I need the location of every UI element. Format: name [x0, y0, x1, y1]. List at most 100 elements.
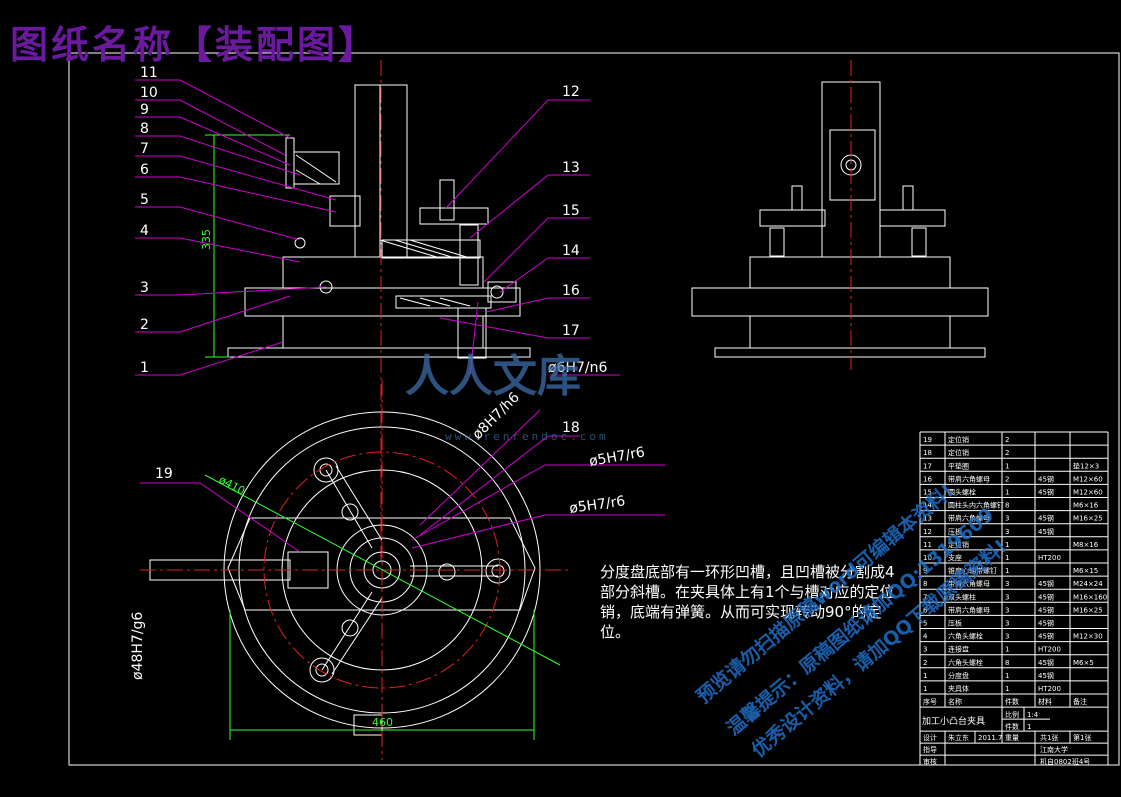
- bom-header: 材料: [1038, 697, 1052, 706]
- bom-cell-name: 定位销: [948, 435, 969, 444]
- tb-class: 机自0802班4号: [1040, 757, 1090, 766]
- dim-fit-48: ø48H7/g6: [130, 612, 146, 680]
- part-label-12: 12: [562, 84, 580, 100]
- bom-cell-qty: 3: [1005, 633, 1009, 641]
- bom-cell-no: 19: [923, 436, 932, 444]
- bom-cell-qty: 1: [1005, 462, 1009, 470]
- bom-cell-note: M12×60: [1073, 489, 1103, 497]
- part-label-5: 5: [140, 192, 149, 208]
- bom-cell-material: HT200: [1038, 685, 1061, 693]
- part-label-1: 1: [140, 360, 149, 376]
- bom-cell-no: 3: [923, 646, 927, 654]
- fit-6: ø6H7/n6: [548, 360, 607, 376]
- bom-cell-material: 45钢: [1038, 579, 1054, 588]
- bom-cell-no: 13: [923, 515, 932, 523]
- bom-cell-note: M16×25: [1073, 606, 1103, 614]
- part-label-3: 3: [140, 280, 149, 296]
- part-label-8: 8: [140, 121, 149, 137]
- part-label-6: 6: [140, 162, 149, 178]
- bom-cell-material: 45钢: [1038, 527, 1054, 536]
- bom-cell-note: M24×24: [1073, 580, 1103, 588]
- bom-cell-name: 六角头螺栓: [948, 658, 983, 667]
- bom-cell-material: HT200: [1038, 554, 1061, 562]
- bom-cell-name: 定位销: [948, 448, 969, 457]
- dim-dia-410: ø410: [217, 473, 248, 497]
- bom-cell-no: 1: [923, 685, 927, 693]
- bom-cell-qty: 3: [1005, 515, 1009, 523]
- tb-qty-value: 1: [1027, 723, 1031, 731]
- part-label-16: 16: [562, 283, 580, 299]
- bom-cell-no: 10: [923, 554, 932, 562]
- bom-cell-material: 45钢: [1038, 671, 1054, 680]
- bom-cell-no: 9: [923, 567, 927, 575]
- bom-cell-note: M16×160: [1073, 593, 1107, 601]
- bom-cell-name: 六角头螺栓: [948, 632, 983, 641]
- part-label-7: 7: [140, 141, 149, 157]
- bom-cell-qty: 3: [1005, 620, 1009, 628]
- bom-cell-qty: 3: [1005, 528, 1009, 536]
- dim-height-335: 335: [200, 229, 213, 250]
- tb-scale-value: 1:4: [1027, 711, 1039, 719]
- tb-date: 2011.7: [978, 734, 1003, 742]
- bom-cell-no: 2: [923, 659, 927, 667]
- side-view: [691, 81, 989, 358]
- bom-cell-note: M8×16: [1073, 541, 1099, 549]
- front-view: [227, 84, 531, 359]
- bom-cell-name: 压板: [948, 619, 962, 628]
- dimension-lines: [204, 134, 561, 740]
- tb-check-label: 指导: [923, 745, 937, 754]
- bom-cell-name: 夹具体: [948, 684, 969, 693]
- bom-cell-note: M6×15: [1073, 567, 1098, 575]
- fit-5a: ø5H7/r6: [588, 444, 646, 470]
- bom-cell-no: 4: [923, 633, 928, 641]
- bom-cell-note: M6×16: [1073, 502, 1099, 510]
- bom-cell-qty: 8: [1005, 659, 1009, 667]
- tb-sheet-total: 共1张: [1040, 733, 1058, 742]
- bom-cell-qty: 1: [1005, 554, 1009, 562]
- watermark-url: www.renrendoc.com: [445, 430, 609, 443]
- part-label-9: 9: [140, 102, 149, 118]
- technical-note: 分度盘底部有一环形凹槽，且凹槽被分割成4部分斜槽。在夹具体上有1个与槽对应的定位…: [600, 563, 895, 641]
- tb-sheet-no: 第1张: [1073, 733, 1091, 742]
- bom-cell-qty: 2: [1005, 449, 1009, 457]
- bom-cell-no: 12: [923, 528, 932, 536]
- part-labels: 11 10 9 8 7 6 5 4 3 2 1 12 13 15 14 16 1…: [140, 65, 580, 482]
- bom-cell-no: 1: [923, 672, 927, 680]
- bom-cell-no: 6: [923, 606, 928, 614]
- bom-cell-qty: 1: [1005, 646, 1009, 654]
- bom-cell-qty: 3: [1005, 593, 1009, 601]
- bom-cell-note: M12×60: [1073, 475, 1103, 483]
- part-label-11: 11: [140, 65, 158, 81]
- bom-cell-material: 45钢: [1038, 474, 1054, 483]
- tb-design-label: 设计: [923, 733, 937, 742]
- bom-cell-no: 16: [923, 475, 932, 483]
- bom-cell-material: HT200: [1038, 646, 1061, 654]
- part-label-18: 18: [562, 420, 580, 436]
- part-label-14: 14: [562, 243, 580, 259]
- bom-cell-qty: 3: [1005, 580, 1009, 588]
- bom-cell-qty: 1: [1005, 567, 1009, 575]
- bom-header: 备注: [1073, 697, 1087, 706]
- bom-cell-material: 45钢: [1038, 605, 1054, 614]
- bom-cell-name: 压板: [948, 527, 962, 536]
- part-label-15: 15: [562, 203, 580, 219]
- bom-cell-name: 圆头螺栓: [948, 488, 976, 497]
- watermark-logo: 人人文库: [405, 351, 581, 402]
- bom-cell-material: 45钢: [1038, 514, 1054, 523]
- bom-cell-no: 17: [923, 462, 932, 470]
- bom-header: 名称: [948, 697, 962, 706]
- bom-cell-name: 平垫圈: [948, 461, 969, 470]
- bom-cell-name: 带肩六角螺母: [948, 474, 990, 483]
- part-label-17: 17: [562, 323, 580, 339]
- bom-cell-no: 8: [923, 580, 927, 588]
- bom-cell-name: 连接盘: [948, 645, 969, 654]
- bom-cell-name: 锥度心轴带螺钉: [948, 566, 997, 575]
- bom-cell-material: 45钢: [1038, 488, 1054, 497]
- bom-cell-name: 圆柱头内六角螺钉: [948, 501, 1004, 510]
- sheet-border: [68, 52, 1120, 766]
- bom-cell-no: 5: [923, 620, 927, 628]
- bom-header: 序号: [923, 697, 937, 706]
